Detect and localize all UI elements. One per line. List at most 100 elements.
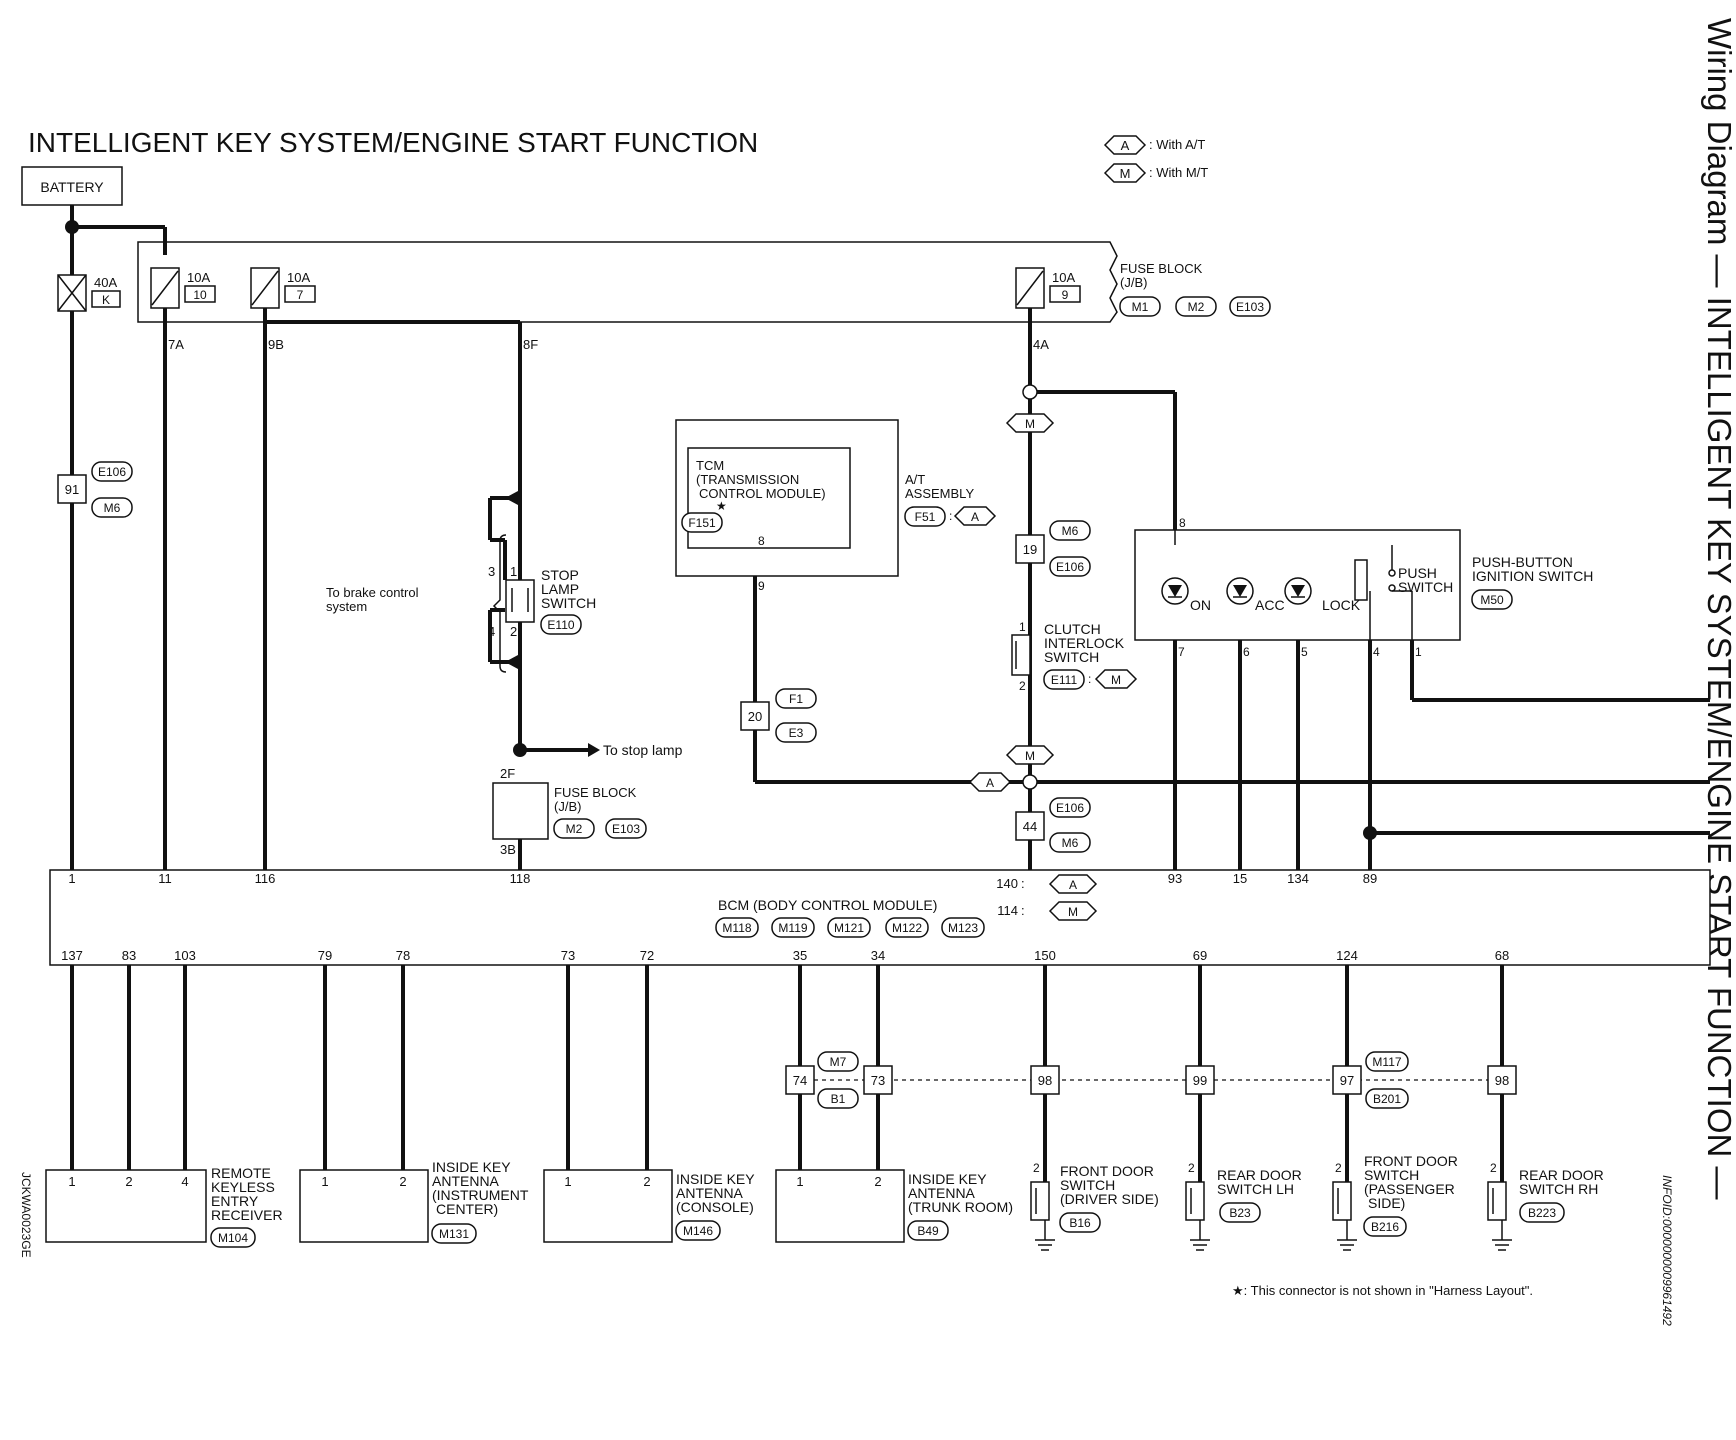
- svg-text:1: 1: [321, 1174, 328, 1189]
- svg-text:A: A: [1069, 878, 1077, 892]
- battery-box: [21, 166, 123, 206]
- svg-text:2: 2: [1019, 679, 1026, 693]
- svg-text:M146: M146: [683, 1224, 713, 1238]
- svg-text:BCM (BODY CONTROL MODULE): BCM (BODY CONTROL MODULE): [718, 897, 937, 913]
- fuse-10a-10: 10A 10: [150, 267, 216, 309]
- svg-text:B49: B49: [917, 1224, 939, 1238]
- rear-door-switch-rh: 2 REAR DOOR SWITCH RH B223: [1487, 1161, 1604, 1251]
- svg-text:10A: 10A: [287, 270, 310, 285]
- svg-text:11: 11: [158, 871, 172, 886]
- svg-text:72: 72: [640, 948, 654, 963]
- bcm: 1 11 116 118 93 15 134 89 140 : A 114 : …: [49, 869, 1711, 966]
- svg-text:SWITCH RH: SWITCH RH: [1519, 1181, 1598, 1197]
- svg-text:SWITCH: SWITCH: [1364, 1167, 1419, 1183]
- fuse-10a-7: 10A 7: [250, 267, 316, 309]
- svg-text:A: A: [971, 510, 979, 524]
- svg-text:98: 98: [1495, 1073, 1509, 1088]
- svg-text:A: A: [986, 776, 994, 790]
- to-stop-lamp-label: To stop lamp: [603, 742, 683, 758]
- pin-8f: 8F: [523, 337, 538, 352]
- svg-text:SWITCH LH: SWITCH LH: [1217, 1181, 1294, 1197]
- svg-text:M2: M2: [566, 822, 583, 836]
- svg-text:SWITCH: SWITCH: [541, 595, 596, 611]
- svg-text:★: ★: [716, 499, 727, 513]
- svg-text:E103: E103: [612, 822, 640, 836]
- svg-text:8: 8: [758, 534, 765, 548]
- svg-text:ANTENNA: ANTENNA: [432, 1173, 500, 1189]
- svg-text:M1: M1: [1132, 300, 1149, 314]
- svg-text:10A: 10A: [1052, 270, 1075, 285]
- svg-text:44: 44: [1023, 819, 1037, 834]
- pin-9b: 9B: [268, 337, 284, 352]
- svg-text:7: 7: [297, 288, 304, 302]
- svg-text:2: 2: [874, 1174, 881, 1189]
- svg-text:19: 19: [1023, 542, 1037, 557]
- svg-text:ACC: ACC: [1255, 597, 1285, 613]
- svg-text:B1: B1: [831, 1092, 846, 1106]
- svg-text:2: 2: [399, 1174, 406, 1189]
- svg-text:(J/B): (J/B): [1120, 275, 1147, 290]
- svg-text:137: 137: [61, 948, 83, 963]
- svg-text:(PASSENGER: (PASSENGER: [1364, 1181, 1455, 1197]
- svg-text:4: 4: [181, 1174, 188, 1189]
- svg-text:E111: E111: [1051, 673, 1078, 687]
- svg-text:(J/B): (J/B): [554, 799, 581, 814]
- svg-text:1: 1: [1415, 645, 1422, 659]
- svg-text:LOCK: LOCK: [1322, 597, 1361, 613]
- inside-key-antenna-instrument-center: 1 2 INSIDE KEY ANTENNA (INSTRUMENT CENTE…: [299, 1159, 529, 1244]
- svg-text:(TRANSMISSION: (TRANSMISSION: [696, 472, 799, 487]
- svg-text:20: 20: [748, 709, 762, 724]
- svg-text:INSIDE KEY: INSIDE KEY: [908, 1171, 987, 1187]
- svg-text:ON: ON: [1190, 597, 1211, 613]
- svg-text:FUSE BLOCK: FUSE BLOCK: [1120, 261, 1203, 276]
- at-assembly: TCM (TRANSMISSION CONTROL MODULE) ★ F151…: [675, 419, 997, 593]
- svg-text:91: 91: [65, 482, 79, 497]
- svg-text:1: 1: [564, 1174, 571, 1189]
- remote-keyless-entry-receiver: 1 2 4 REMOTE KEYLESS ENTRY RECEIVER M104: [45, 1165, 283, 1248]
- front-door-switch-driver: 2 FRONT DOOR SWITCH (DRIVER SIDE) B16: [1030, 1161, 1159, 1251]
- svg-text:E103: E103: [1236, 300, 1264, 314]
- svg-text:124: 124: [1336, 948, 1358, 963]
- svg-text:97: 97: [1340, 1073, 1354, 1088]
- svg-text:F51: F51: [915, 510, 936, 524]
- svg-text::: :: [1088, 672, 1091, 686]
- svg-text:IGNITION SWITCH: IGNITION SWITCH: [1472, 568, 1593, 584]
- fuse-block-2: 2F 3B FUSE BLOCK (J/B) M2 E103: [492, 766, 647, 857]
- fuse-40a: 40A K: [57, 274, 121, 312]
- svg-text:KEYLESS: KEYLESS: [211, 1179, 275, 1195]
- svg-text:2: 2: [1335, 1161, 1342, 1175]
- svg-text:CLUTCH: CLUTCH: [1044, 621, 1101, 637]
- joint-19: 19 M6 E106: [1015, 520, 1091, 577]
- svg-text::: :: [1021, 903, 1025, 918]
- inside-key-antenna-trunk-room: 1 2 INSIDE KEY ANTENNA (TRUNK ROOM) B49: [775, 1169, 1013, 1243]
- svg-text:ANTENNA: ANTENNA: [676, 1185, 744, 1201]
- svg-text:89: 89: [1363, 871, 1377, 886]
- svg-text:REMOTE: REMOTE: [211, 1165, 271, 1181]
- svg-text:M: M: [1025, 749, 1035, 763]
- svg-text:M6: M6: [104, 501, 121, 515]
- svg-text:FRONT DOOR: FRONT DOOR: [1060, 1163, 1154, 1179]
- svg-text:2F: 2F: [500, 766, 515, 781]
- svg-text:E3: E3: [789, 726, 804, 740]
- svg-text:STOP: STOP: [541, 567, 579, 583]
- svg-text:74: 74: [793, 1073, 807, 1088]
- svg-text:(TRUNK ROOM): (TRUNK ROOM): [908, 1199, 1013, 1215]
- figure-code: JCKWA0023GE: [19, 1172, 33, 1258]
- svg-text:REAR DOOR: REAR DOOR: [1519, 1167, 1604, 1183]
- svg-text:34: 34: [871, 948, 885, 963]
- svg-text:ENTRY: ENTRY: [211, 1193, 259, 1209]
- svg-text:(CONSOLE): (CONSOLE): [676, 1199, 754, 1215]
- rear-door-switch-lh: 2 REAR DOOR SWITCH LH B23: [1185, 1161, 1302, 1251]
- svg-text:B16: B16: [1069, 1216, 1091, 1230]
- brake-control-label: To brake control system: [326, 534, 507, 673]
- svg-text::: :: [949, 509, 952, 523]
- svg-text:E106: E106: [1056, 560, 1084, 574]
- svg-text:1: 1: [68, 1174, 75, 1189]
- svg-text:35: 35: [793, 948, 807, 963]
- pin-4a: 4A: [1033, 337, 1049, 352]
- svg-text:40A: 40A: [94, 275, 117, 290]
- svg-text:A/T: A/T: [905, 472, 925, 487]
- svg-text:M: M: [1120, 166, 1131, 181]
- svg-text:FRONT DOOR: FRONT DOOR: [1364, 1153, 1458, 1169]
